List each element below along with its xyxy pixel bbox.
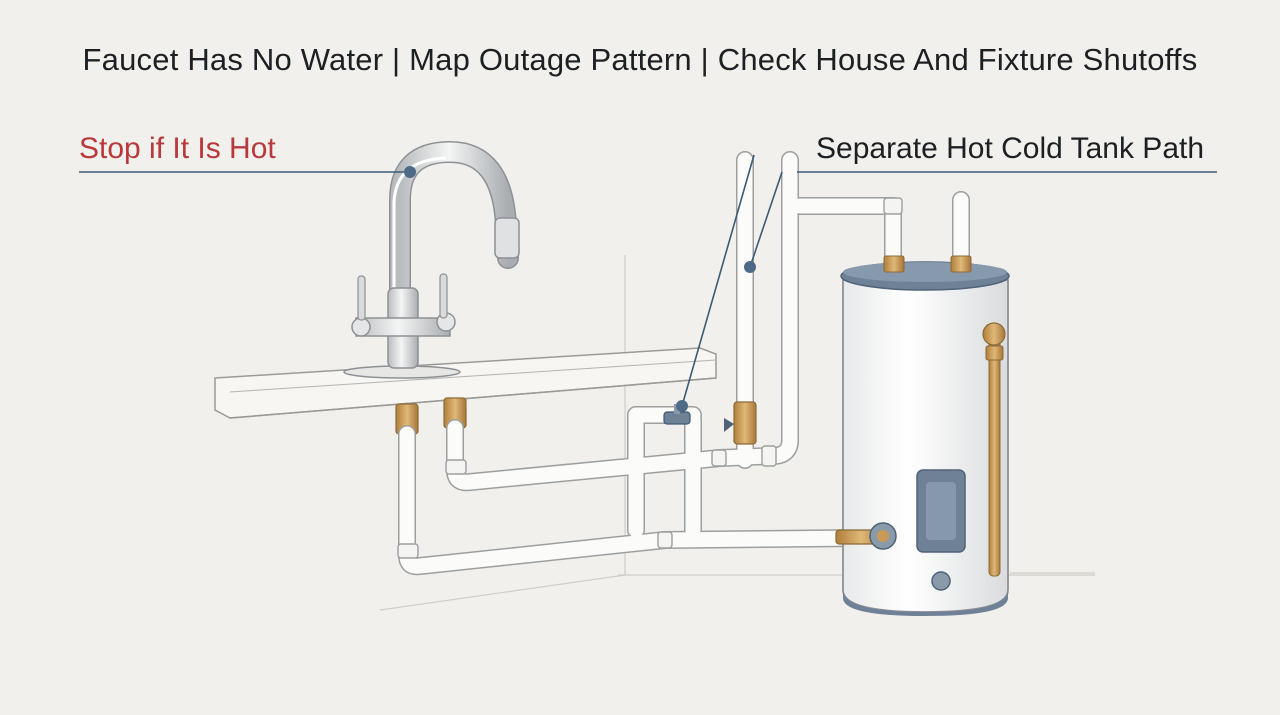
hot-stop-callout: Stop if It Is Hot <box>79 132 276 165</box>
tank-path-callout: Separate Hot Cold Tank Path <box>816 132 1205 165</box>
shutoff-valve-right-icon <box>724 401 757 445</box>
water-heater-icon <box>835 255 1010 616</box>
room-wall-lines <box>379 255 1095 611</box>
supply-connectors <box>395 397 467 435</box>
leader-dots <box>404 166 756 412</box>
page-title: Faucet Has No Water | Map Outage Pattern… <box>82 42 1198 77</box>
faucet-icon <box>343 140 520 379</box>
countertop <box>214 347 717 419</box>
leader-lines <box>79 154 1217 407</box>
